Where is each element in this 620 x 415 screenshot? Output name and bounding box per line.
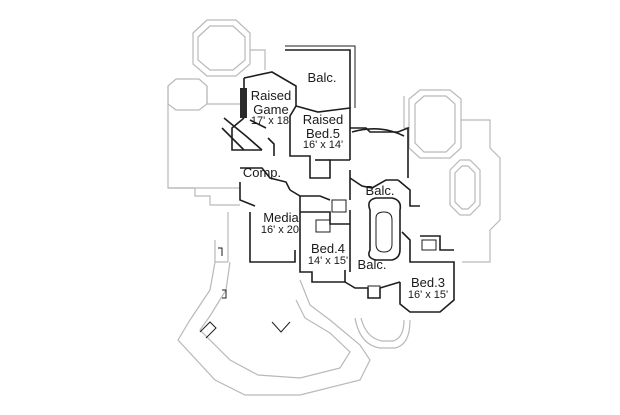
upper-floor-walls (221, 45, 455, 313)
bed4-dims: 14' x 15' (307, 254, 349, 267)
bed3-dims: 16' x 15' (407, 288, 449, 301)
raised-game-dims: 17' x 18' (250, 115, 292, 128)
bed4-name: Bed.4 (311, 241, 345, 256)
room-label-balc-top: Balc. (308, 71, 337, 85)
room-label-raised-bed5: Raised Bed.5 16' x 14' (303, 113, 343, 152)
room-label-raised-game: Raised Game 17' x 18' (251, 89, 291, 128)
media-name: Media (263, 210, 299, 225)
balc-top-name: Balc. (307, 70, 337, 85)
raised-game-name-1: Raised (250, 88, 292, 103)
room-label-bed4: Bed.4 14' x 15' (308, 242, 348, 267)
raised-bed5-name-2: Bed.5 (306, 125, 340, 141)
media-dims: 16' x 20' (260, 223, 302, 236)
bed3-name: Bed.3 (411, 275, 445, 290)
room-label-bed3: Bed.3 16' x 15' (408, 276, 448, 301)
raised-game-name-2: Game (253, 101, 289, 117)
comp-name: Comp. (242, 165, 282, 180)
room-label-media: Media 16' x 20' (261, 211, 301, 236)
balc-low-name: Balc. (357, 257, 387, 272)
lower-floor-outline (167, 19, 501, 396)
raised-bed5-name-1: Raised (302, 112, 344, 127)
balc-mid-name: Balc. (365, 183, 395, 198)
room-label-balc-low: Balc. (358, 258, 387, 272)
room-label-balc-mid: Balc. (366, 184, 395, 198)
raised-bed5-dims: 16' x 14' (302, 139, 344, 152)
room-label-comp: Comp. (243, 166, 281, 180)
